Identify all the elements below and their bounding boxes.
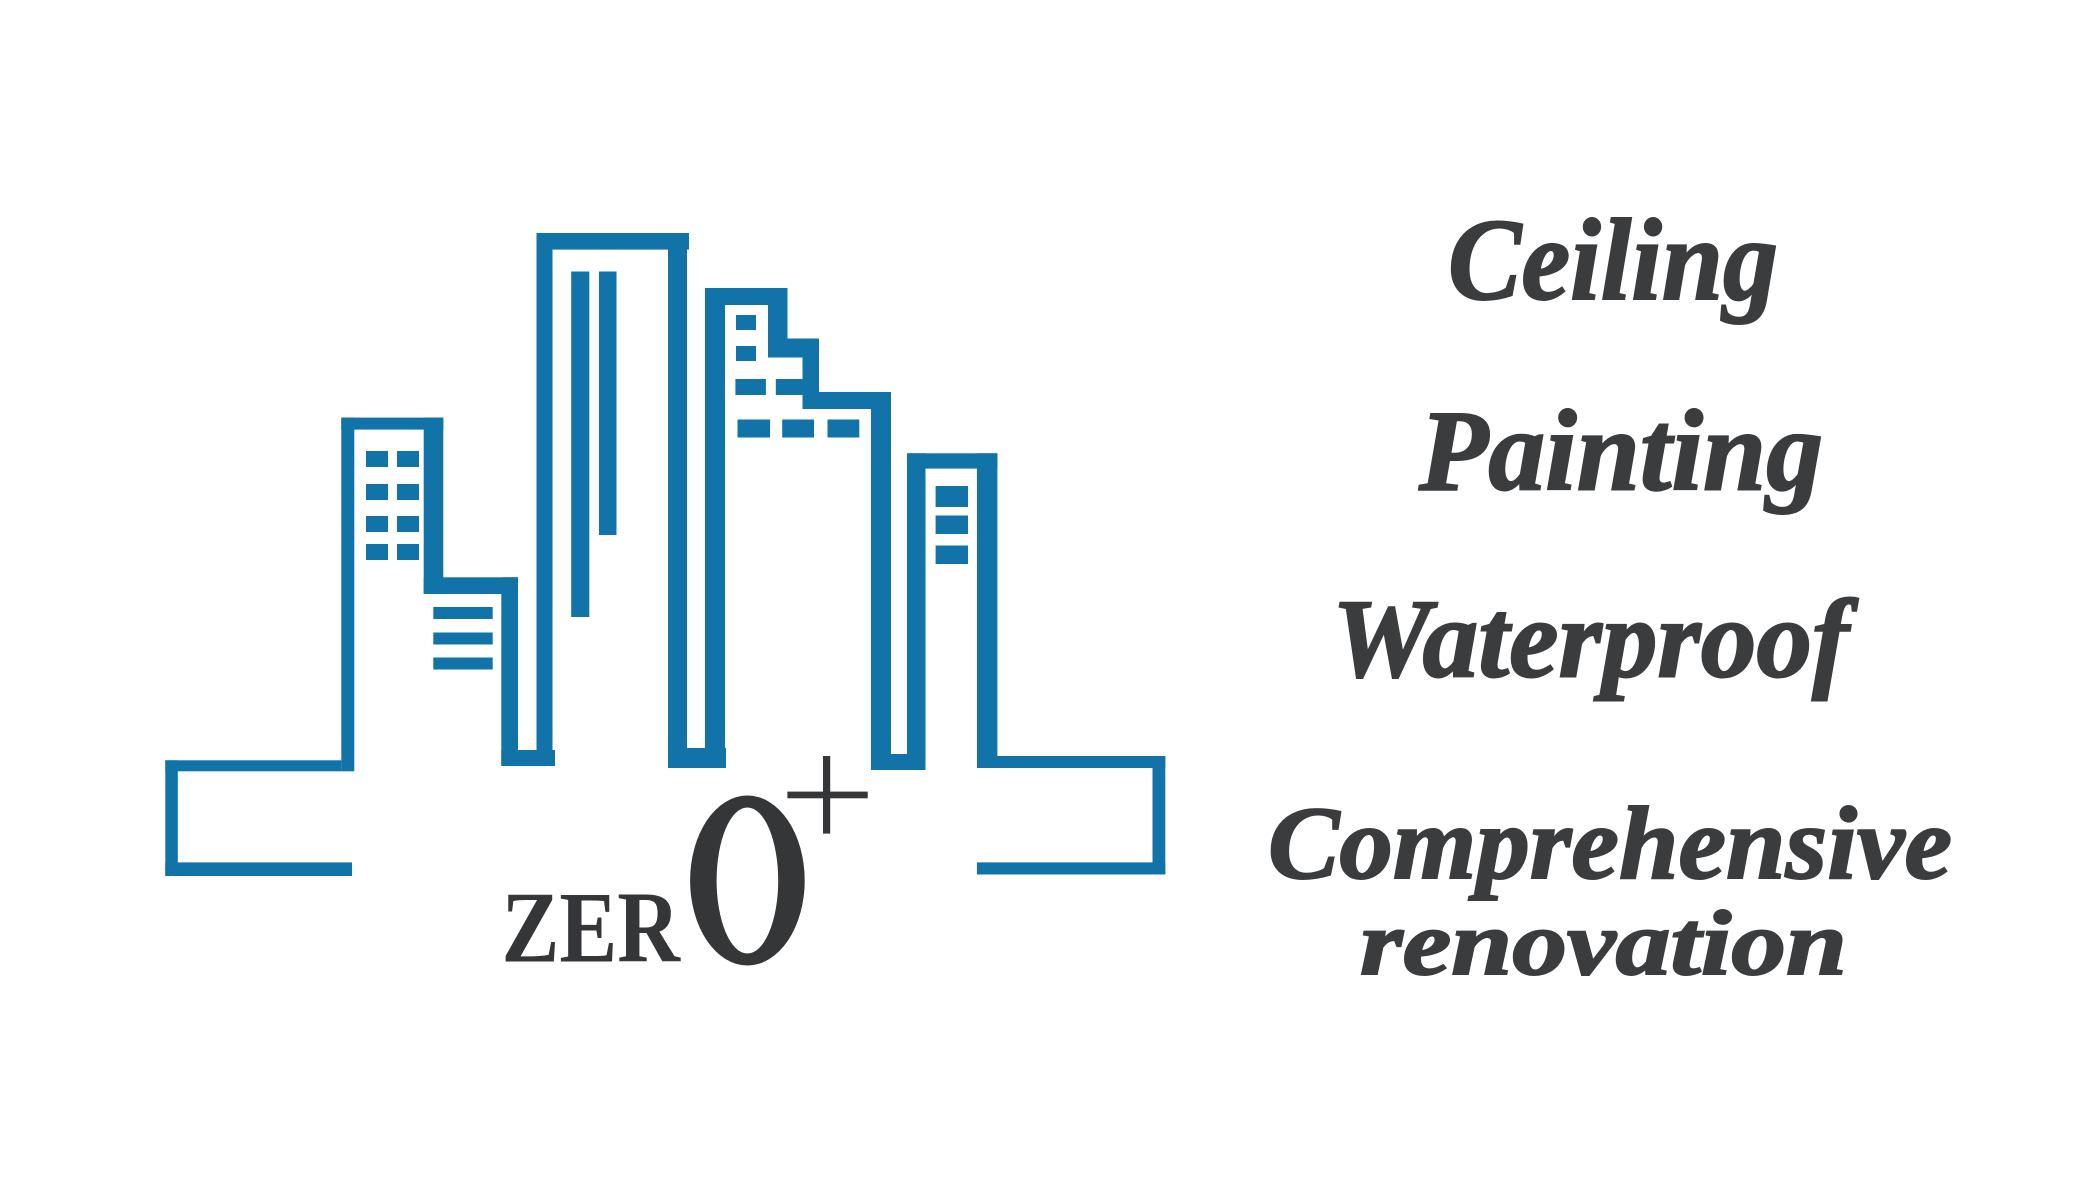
svg-text:Painting: Painting	[1418, 388, 1823, 516]
svg-text:Waterproof: Waterproof	[1332, 578, 1859, 702]
svg-text:Comprehensive: Comprehensive	[1268, 786, 1952, 901]
svg-text:Ceiling: Ceiling	[1448, 196, 1778, 325]
svg-text:renovation: renovation	[1360, 892, 1847, 994]
svg-text:ZER: ZER	[502, 871, 682, 984]
